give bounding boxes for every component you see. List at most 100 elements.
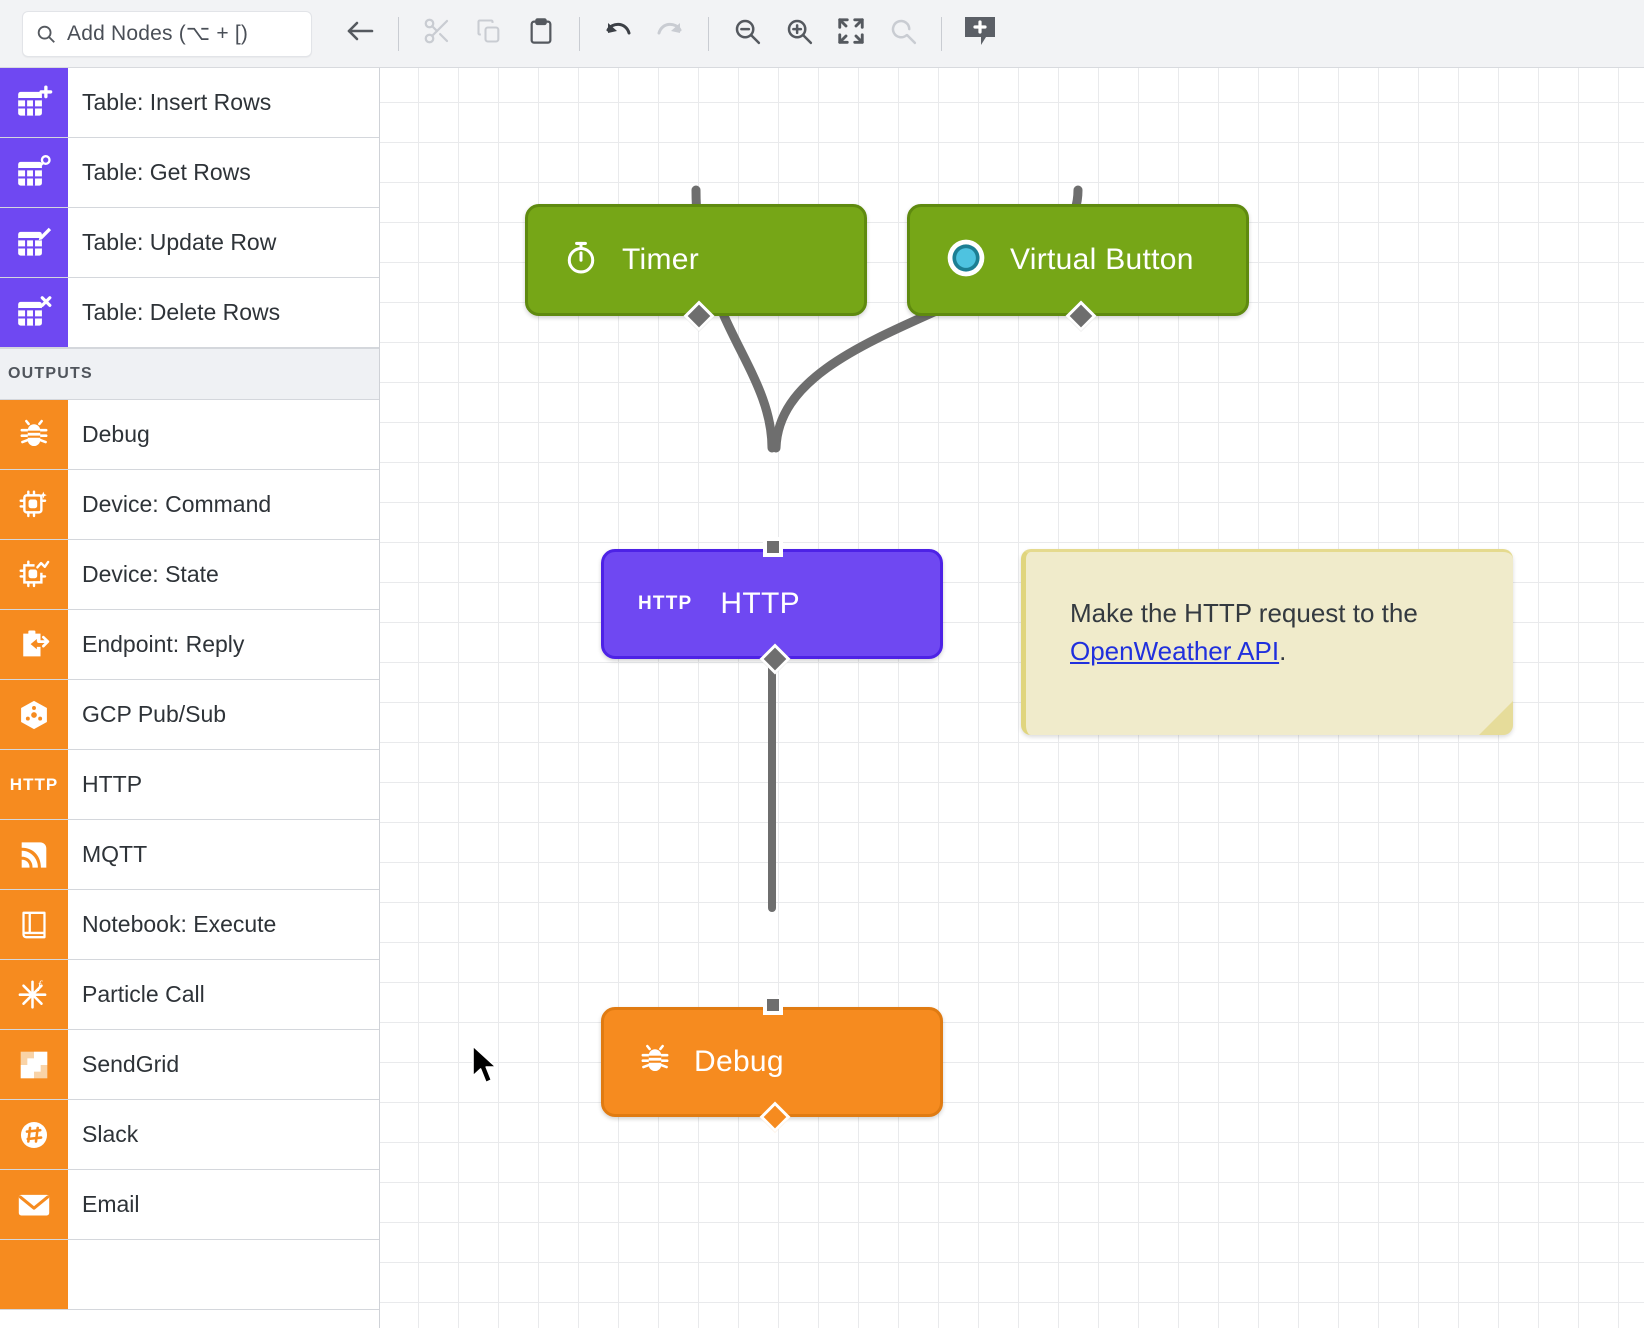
palette-item-label: Table: Delete Rows: [82, 299, 281, 325]
palette-item-device-command[interactable]: Device: Command: [0, 470, 379, 540]
sendgrid-icon: [0, 1030, 68, 1099]
node-debug[interactable]: Debug: [601, 995, 943, 1133]
virtual-button-icon: [944, 236, 988, 285]
palette-item-http[interactable]: HTTP HTTP: [0, 750, 379, 820]
node-http-input-port[interactable]: [763, 537, 783, 557]
copy-button[interactable]: [463, 8, 515, 60]
palette-item-sendgrid[interactable]: SendGrid: [0, 1030, 379, 1100]
node-title: HTTP: [720, 587, 800, 620]
node-timer-output-port[interactable]: [683, 300, 715, 332]
palette-item-label: MQTT: [82, 841, 148, 867]
redo-button[interactable]: [644, 8, 696, 60]
redo-icon: [653, 16, 687, 51]
zoom-out-button[interactable]: [721, 8, 773, 60]
bug-icon: [638, 1043, 672, 1082]
palette-item-label: Debug: [82, 421, 150, 447]
mqtt-icon: [0, 820, 68, 889]
zoom-in-icon: [784, 16, 814, 51]
palette-item-table-update-row[interactable]: Table: Update Row: [0, 208, 379, 278]
http-text-icon: HTTP: [638, 593, 693, 614]
palette-item-partial[interactable]: [0, 1240, 379, 1310]
node-virtual-button[interactable]: Virtual Button: [907, 204, 1249, 332]
node-debug-input-port[interactable]: [763, 995, 783, 1015]
palette-item-table-get-rows[interactable]: Table: Get Rows: [0, 138, 379, 208]
palette-item-particle-call[interactable]: f Particle Call: [0, 960, 379, 1030]
zoom-reset-button[interactable]: [877, 8, 929, 60]
slack-icon: [0, 1100, 68, 1169]
paste-button[interactable]: [515, 8, 567, 60]
chip-state-icon: [0, 540, 68, 609]
zoom-out-icon: [732, 16, 762, 51]
arrow-left-icon: [343, 16, 377, 51]
undo-icon: [601, 16, 635, 51]
comment-plus-icon: [962, 14, 998, 53]
cut-button[interactable]: [411, 8, 463, 60]
zoom-in-button[interactable]: [773, 8, 825, 60]
table-delete-icon: [0, 278, 68, 347]
toolbar-divider-4: [941, 16, 942, 51]
palette-item-device-state[interactable]: Device: State: [0, 540, 379, 610]
palette-item-gcp-pubsub[interactable]: GCP Pub/Sub: [0, 680, 379, 750]
add-comment-button[interactable]: [954, 8, 1006, 60]
table-search-icon: [0, 138, 68, 207]
palette-item-slack[interactable]: Slack: [0, 1100, 379, 1170]
palette-item-label: Device: State: [82, 561, 219, 587]
sticky-note-fold-corner: [1479, 701, 1513, 735]
mouse-cursor: [471, 1044, 501, 1093]
palette-item-table-delete-rows[interactable]: Table: Delete Rows: [0, 278, 379, 348]
http-text-icon: HTTP: [0, 750, 68, 819]
palette-item-label: Endpoint: Reply: [82, 631, 245, 657]
sticky-note-text-after: .: [1279, 636, 1287, 667]
node-virtual-button-output-port[interactable]: [1065, 300, 1097, 332]
node-palette-sidebar[interactable]: Table: Insert Rows Table: Get Rows: [0, 68, 380, 1328]
palette-item-label: Device: Command: [82, 491, 272, 517]
particle-icon: f: [0, 960, 68, 1029]
palette-item-label: Table: Insert Rows: [82, 89, 272, 115]
undo-button[interactable]: [592, 8, 644, 60]
palette-item-label: Slack: [82, 1121, 139, 1147]
sticky-note-text-before: Make the HTTP request to the: [1070, 598, 1418, 628]
svg-text:f: f: [38, 977, 43, 991]
search-icon: [35, 23, 57, 45]
table-insert-icon: [0, 68, 68, 137]
reply-icon: [0, 610, 68, 679]
palette-item-notebook-execute[interactable]: Notebook: Execute: [0, 890, 379, 960]
node-timer[interactable]: Timer: [525, 204, 867, 332]
back-button[interactable]: [334, 8, 386, 60]
palette-item-table-insert-rows[interactable]: Table: Insert Rows: [0, 68, 379, 138]
sticky-note-text: Make the HTTP request to the OpenWeather…: [1070, 594, 1469, 671]
node-title: Debug: [694, 1045, 784, 1078]
toolbar-divider-2: [579, 16, 580, 51]
stopwatch-icon: [562, 239, 600, 282]
palette-item-email[interactable]: Email: [0, 1170, 379, 1240]
clipboard-icon: [527, 17, 555, 50]
bug-icon: [0, 400, 68, 469]
openweather-api-link[interactable]: OpenWeather API: [1070, 636, 1280, 667]
palette-item-label: Email: [82, 1191, 140, 1217]
palette-item-label: GCP Pub/Sub: [82, 701, 227, 727]
palette-item-debug[interactable]: Debug: [0, 400, 379, 470]
palette-item-mqtt[interactable]: MQTT: [0, 820, 379, 890]
fit-screen-button[interactable]: [825, 8, 877, 60]
node-http-output-port[interactable]: [759, 643, 791, 675]
palette-item-endpoint-reply[interactable]: Endpoint: Reply: [0, 610, 379, 680]
gcp-pubsub-icon: [0, 680, 68, 749]
palette-item-label: SendGrid: [82, 1051, 180, 1077]
partial-node-icon: [0, 1240, 68, 1309]
zoom-reset-icon: [888, 16, 918, 51]
add-nodes-search-placeholder: Add Nodes (⌥ + [): [67, 22, 249, 45]
toolbar-divider-3: [708, 16, 709, 51]
workflow-canvas[interactable]: Timer Virtual Button HTTP HTTP: [380, 68, 1644, 1328]
node-http[interactable]: HTTP HTTP: [601, 537, 943, 675]
table-edit-icon: [0, 208, 68, 277]
node-title: Timer: [622, 243, 700, 276]
palette-item-label: Table: Get Rows: [82, 159, 251, 185]
palette-item-label: [68, 1240, 379, 1309]
editor-body: Table: Insert Rows Table: Get Rows: [0, 68, 1644, 1328]
fullscreen-icon: [836, 16, 866, 51]
add-nodes-search[interactable]: Add Nodes (⌥ + [): [22, 10, 312, 57]
palette-item-label: Table: Update Row: [82, 229, 277, 255]
node-debug-output-port[interactable]: [759, 1101, 791, 1133]
sticky-note[interactable]: Make the HTTP request to the OpenWeather…: [1021, 549, 1513, 735]
